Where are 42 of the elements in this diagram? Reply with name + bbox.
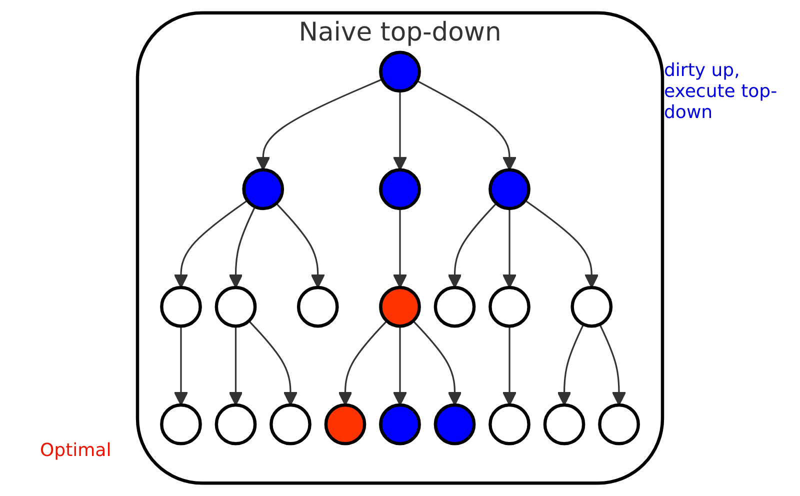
- node-circle: [296, 286, 339, 328]
- arrow: [276, 202, 325, 288]
- arrow: [502, 326, 517, 406]
- node-circle: [214, 403, 257, 446]
- node-circle: [570, 286, 613, 328]
- arrow: [338, 320, 388, 406]
- node-circle: [379, 403, 421, 446]
- node-circle: [160, 286, 202, 328]
- arrow: [557, 324, 584, 406]
- arrow: [174, 200, 248, 288]
- cluster: Naive top-down: [136, 11, 664, 485]
- arrow: [502, 208, 517, 288]
- arrow: [174, 326, 188, 406]
- arrow: [448, 202, 497, 288]
- node-circle: [160, 403, 202, 446]
- note-text: Optimal: [40, 440, 112, 461]
- arrow: [228, 326, 243, 406]
- node-circle: [488, 403, 530, 446]
- node-circle: [379, 168, 421, 210]
- arrow: [228, 206, 256, 288]
- arrow: [524, 200, 599, 288]
- arrow: [248, 320, 298, 406]
- arrow: [599, 324, 626, 406]
- arrow: [392, 90, 408, 171]
- node-circle: [598, 403, 640, 446]
- node-circle: [543, 403, 586, 446]
- node-circle: [488, 168, 530, 210]
- node-circle: [379, 50, 421, 93]
- node-circle: [324, 403, 366, 446]
- node-circle: [214, 286, 257, 328]
- arrow: [392, 208, 408, 288]
- arrow: [412, 320, 462, 406]
- arrow: [416, 80, 517, 171]
- node-circle: [379, 286, 421, 328]
- node-circle: [242, 168, 284, 210]
- node-circle: [270, 403, 312, 446]
- node-circle: [488, 286, 530, 328]
- arrow: [256, 78, 383, 171]
- note-text: dirty up, execute top-down: [664, 60, 778, 123]
- arrow: [392, 326, 408, 406]
- node-circle: [434, 286, 476, 328]
- node-circle: [434, 403, 476, 446]
